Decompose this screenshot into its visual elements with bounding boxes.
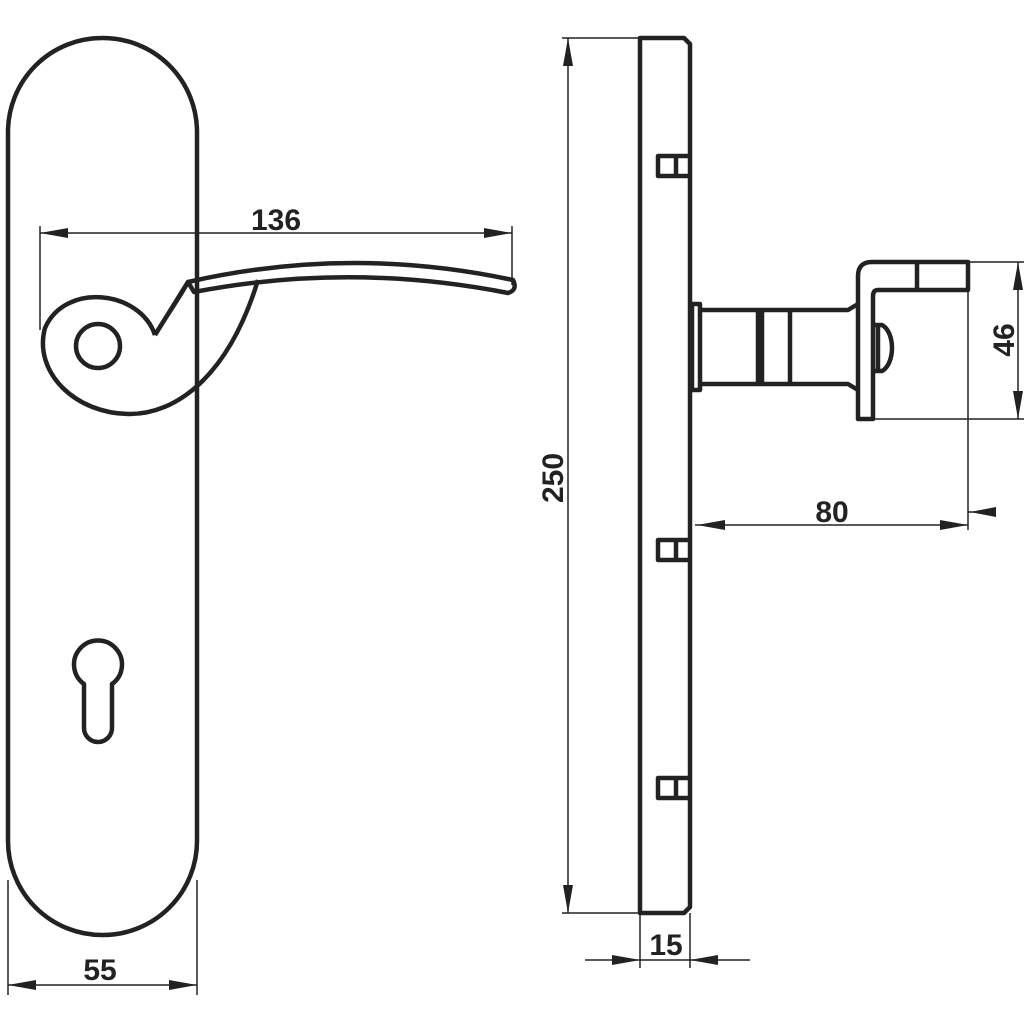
backplate-front (5, 35, 200, 938)
dimension-label-15: 15 (649, 929, 682, 962)
notch (655, 153, 690, 179)
dimension-label-250: 250 (537, 453, 570, 503)
spindle-body (700, 302, 860, 392)
dimension-label-136: 136 (251, 204, 301, 237)
notch (655, 775, 690, 801)
dimension-plate-width: 55 (7, 880, 198, 995)
side-view (637, 35, 971, 916)
spindle-knob (873, 322, 895, 374)
notch (655, 537, 690, 563)
dimension-plate-thickness: 15 (585, 913, 750, 968)
spindle-flange (689, 301, 703, 393)
backplate-side (637, 35, 693, 916)
dimension-rosette-height: 46 (875, 261, 1024, 420)
dimension-lever-length: 136 (39, 204, 513, 330)
dimension-label-80: 80 (815, 496, 848, 529)
spindle-hole (73, 321, 123, 371)
rosette-bracket (855, 259, 971, 422)
dimension-label-55: 55 (83, 954, 116, 987)
front-view (5, 35, 517, 938)
dimension-label-46: 46 (988, 323, 1021, 356)
dimension-projection: 80 (695, 290, 996, 530)
dimension-plate-height: 250 (537, 37, 640, 914)
lever-arm (185, 260, 517, 296)
keyhole (71, 638, 125, 745)
